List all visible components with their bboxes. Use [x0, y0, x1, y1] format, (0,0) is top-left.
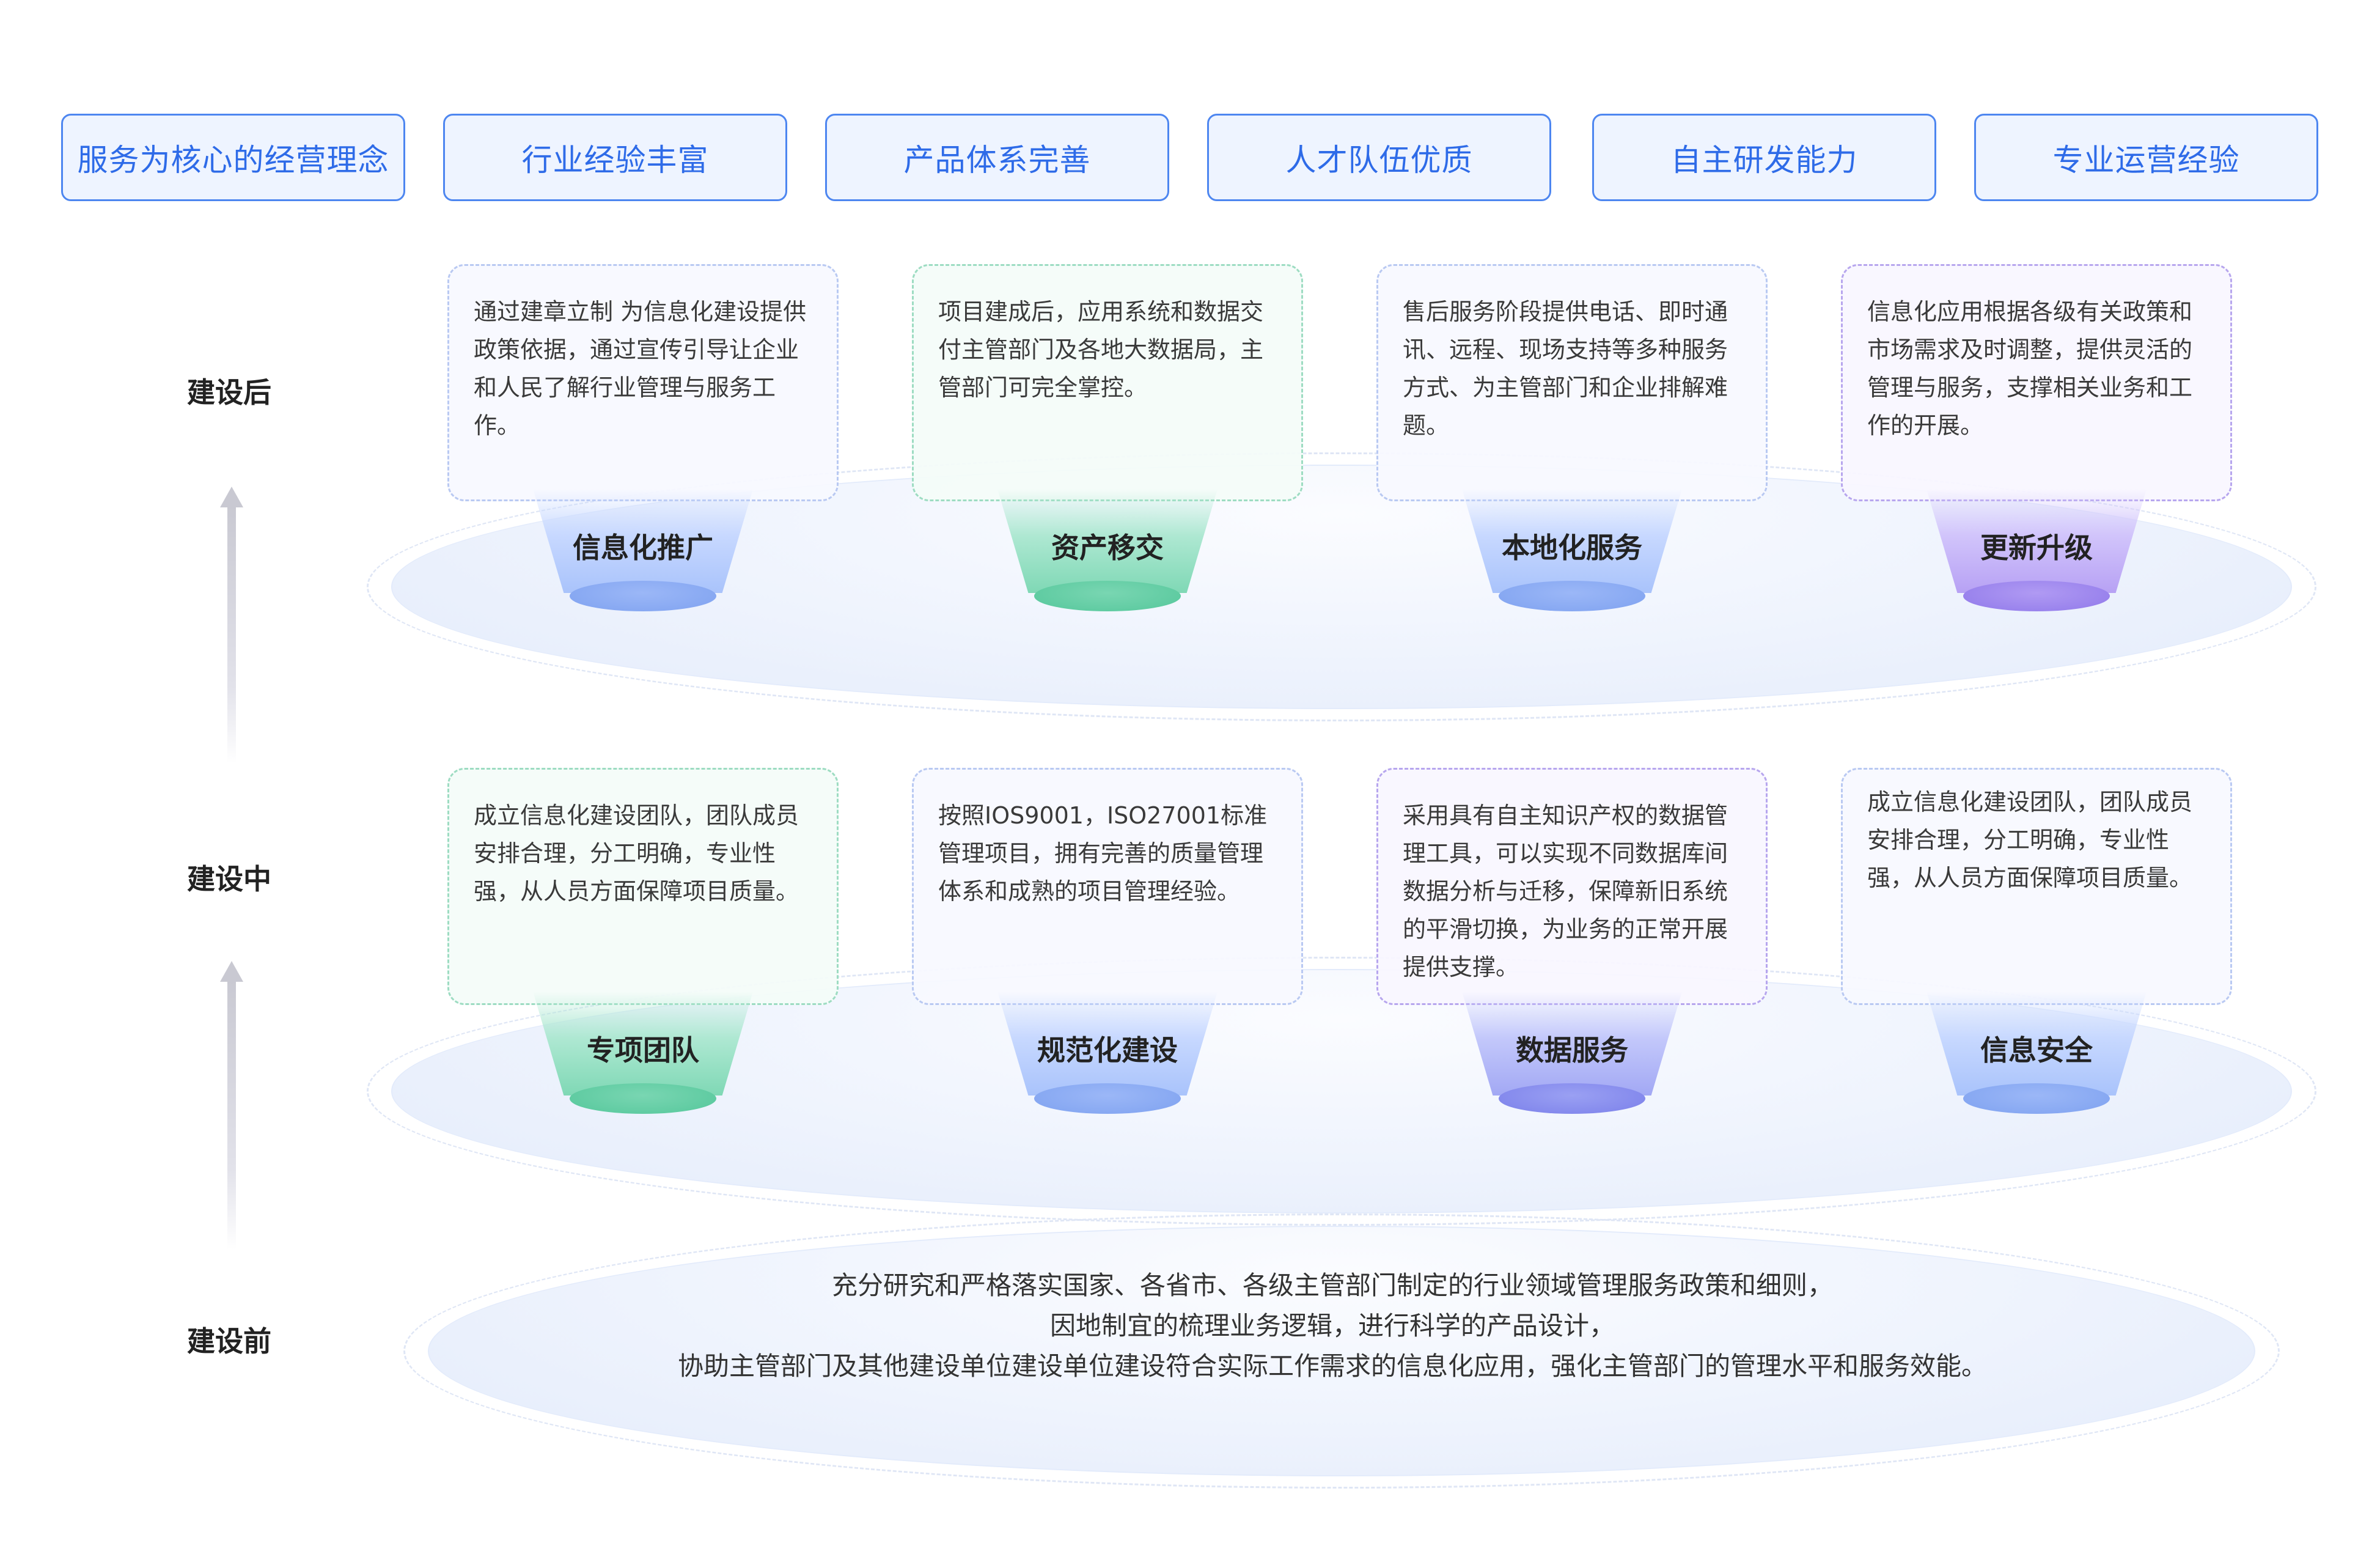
- pillar-operations-experience: 专业运营经验: [1974, 114, 2318, 201]
- card-text: 项目建成后，应用系统和数据交付主管部门及各地大数据局，主管部门可完全掌控。: [938, 298, 1264, 401]
- before-description: 充分研究和严格落实国家、各省市、各级主管部门制定的行业领域管理服务政策和细则， …: [465, 1265, 2200, 1386]
- card-data-service: 采用具有自主知识产权的数据管理工具，可以实现不同数据库间数据分析与迁移，保障新旧…: [1376, 768, 1768, 1005]
- before-line-3: 协助主管部门及其他建设单位建设单位建设符合实际工作需求的信息化应用，强化主管部门…: [677, 1351, 1987, 1381]
- badge-label: 资产移交: [1051, 531, 1164, 564]
- badge-label: 信息安全: [1980, 1034, 2093, 1067]
- badge-standardized-construction: 规范化建设: [991, 992, 1224, 1114]
- pillar-label: 自主研发能力: [1670, 142, 1858, 178]
- badge-label: 本地化服务: [1502, 531, 1642, 564]
- badge-dedicated-team: 专项团队: [527, 992, 759, 1114]
- badge-information-security: 信息安全: [1920, 992, 2153, 1114]
- pillar-label: 专业运营经验: [2052, 142, 2240, 178]
- card-update-upgrade: 信息化应用根据各级有关政策和市场需求及时调整，提供灵活的管理与服务，支撑相关业务…: [1841, 264, 2232, 501]
- card-text: 售后服务阶段提供电话、即时通讯、远程、现场支持等多种服务方式、为主管部门和企业排…: [1403, 298, 1728, 439]
- card-text: 成立信息化建设团队，团队成员安排合理，分工明确，专业性强，从人员方面保障项目质量…: [1867, 789, 2193, 891]
- badge-label: 更新升级: [1980, 531, 2093, 564]
- badge-label: 信息化推广: [573, 531, 713, 564]
- badge-update-upgrade: 更新升级: [1920, 489, 2153, 611]
- badge-local-service: 本地化服务: [1456, 489, 1688, 611]
- stage-label-before: 建设前: [187, 1325, 271, 1358]
- platform-before: [428, 1226, 2255, 1476]
- badge-label: 规范化建设: [1037, 1034, 1178, 1067]
- stage-label-after: 建设后: [187, 376, 271, 409]
- card-dedicated-team: 成立信息化建设团队，团队成员安排合理，分工明确，专业性强，从人员方面保障项目质量…: [447, 768, 839, 1005]
- card-information-security: 成立信息化建设团队，团队成员安排合理，分工明确，专业性强，从人员方面保障项目质量…: [1841, 768, 2232, 1005]
- badge-info-promotion: 信息化推广: [527, 489, 759, 611]
- pillar-label: 产品体系完善: [903, 142, 1091, 178]
- pillar-service-philosophy: 服务为核心的经营理念: [61, 114, 405, 201]
- pillar-product-system: 产品体系完善: [825, 114, 1169, 201]
- pillar-label: 服务为核心的经营理念: [77, 142, 389, 178]
- badge-data-service: 数据服务: [1456, 992, 1688, 1114]
- pillar-industry-experience: 行业经验丰富: [443, 114, 787, 201]
- before-line-2: 因地制宜的梳理业务逻辑，进行科学的产品设计，: [1049, 1311, 1615, 1341]
- before-line-1: 充分研究和严格落实国家、各省市、各级主管部门制定的行业领域管理服务政策和细则，: [831, 1270, 1833, 1300]
- card-asset-handover: 项目建成后，应用系统和数据交付主管部门及各地大数据局，主管部门可完全掌控。: [912, 264, 1303, 501]
- card-local-service: 售后服务阶段提供电话、即时通讯、远程、现场支持等多种服务方式、为主管部门和企业排…: [1376, 264, 1768, 501]
- pillar-label: 行业经验丰富: [521, 142, 709, 178]
- card-text: 通过建章立制 为信息化建设提供政策依据，通过宣传引导让企业和人民了解行业管理与服…: [474, 298, 807, 439]
- card-text: 成立信息化建设团队，团队成员安排合理，分工明确，专业性强，从人员方面保障项目质量…: [474, 802, 799, 905]
- badge-asset-handover: 资产移交: [991, 489, 1224, 611]
- badge-label: 数据服务: [1516, 1034, 1628, 1067]
- card-text: 采用具有自主知识产权的数据管理工具，可以实现不同数据库间数据分析与迁移，保障新旧…: [1403, 802, 1728, 981]
- card-text: 按照IOS9001，ISO27001标准管理项目，拥有完善的质量管理体系和成熟的…: [938, 802, 1268, 905]
- card-info-promotion: 通过建章立制 为信息化建设提供政策依据，通过宣传引导让企业和人民了解行业管理与服…: [447, 264, 839, 501]
- stage-label-during: 建设中: [187, 863, 271, 896]
- card-standardized-construction: 按照IOS9001，ISO27001标准管理项目，拥有完善的质量管理体系和成熟的…: [912, 768, 1303, 1005]
- card-text: 信息化应用根据各级有关政策和市场需求及时调整，提供灵活的管理与服务，支撑相关业务…: [1867, 298, 2193, 439]
- badge-label: 专项团队: [587, 1034, 699, 1067]
- pillar-talent-team: 人才队伍优质: [1207, 114, 1551, 201]
- platform-outline-before: [403, 1213, 2280, 1489]
- platform-outline-after: [367, 452, 2316, 721]
- pillar-label: 人才队伍优质: [1285, 142, 1473, 178]
- pillar-rd-capability: 自主研发能力: [1592, 114, 1936, 201]
